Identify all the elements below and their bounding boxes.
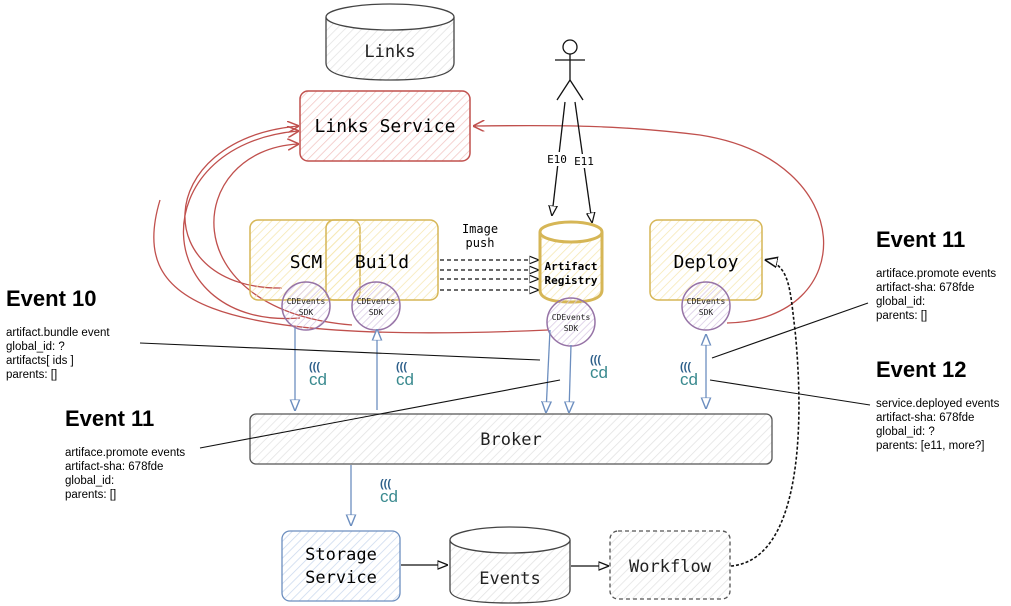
storage-service[interactable]: Storage Service	[281, 530, 401, 602]
events-database[interactable]: Events	[449, 526, 571, 604]
sdk-label: SDK	[699, 308, 714, 317]
note-line: artifacts[ ids ]	[6, 355, 74, 367]
scm-label: SCM	[290, 252, 323, 273]
cd-text: cd	[590, 363, 608, 382]
event10-connector	[139, 342, 541, 361]
links-database[interactable]: Links	[325, 3, 455, 81]
artifact-registry-label-2: Registry	[545, 274, 598, 287]
registry-to-broker-arrow	[546, 329, 550, 412]
event12-connector	[709, 379, 871, 406]
e11-label: E11	[574, 155, 594, 168]
storage-service-label-1: Storage	[305, 545, 377, 565]
cd-waves: (((	[590, 354, 601, 366]
event-11-note-left: Event 11 artiface.promote events artifac…	[65, 406, 185, 502]
event11-left-connector	[199, 379, 561, 449]
sdk-label: CDEvents	[357, 297, 396, 306]
broker-label: Broker	[480, 430, 541, 450]
event-10-title: Event 10	[6, 286, 97, 311]
note-line: global_id:	[876, 296, 926, 308]
sdk-label: SDK	[564, 324, 579, 333]
note-line: global_id:	[65, 475, 115, 487]
cdevents-logo-icon: (((cd	[396, 361, 414, 389]
broker[interactable]: Broker	[249, 413, 773, 465]
sdk-label: SDK	[299, 308, 314, 317]
build-label: Build	[355, 252, 409, 273]
events-database-label: Events	[479, 569, 540, 589]
workflow-to-deploy-arrow	[730, 260, 800, 567]
cd-waves: (((	[309, 361, 320, 373]
links-service[interactable]: Links Service	[299, 90, 471, 162]
cd-waves: (((	[380, 478, 391, 490]
note-line: parents: []	[876, 310, 928, 322]
workflow-label: Workflow	[629, 557, 712, 577]
note-line: artifact-sha: 678fde	[65, 461, 164, 473]
event-11-note-right: Event 11 artiface.promote events artifac…	[876, 227, 996, 323]
cd-waves: (((	[680, 361, 691, 373]
broker-flows	[295, 328, 706, 525]
cdevents-logo-icon: (((cd	[590, 354, 608, 382]
event-12-note: Event 12 service.deployed events artifac…	[876, 357, 999, 453]
image-push-label-1: Image	[462, 222, 498, 236]
links-service-label: Links Service	[315, 116, 456, 137]
note-line: service.deployed events	[876, 398, 1000, 410]
note-line: parents: [e11, more?]	[876, 440, 985, 452]
note-line: artifact-sha: 678fde	[876, 412, 975, 424]
deploy-node[interactable]: Deploy	[649, 219, 763, 301]
cdevents-logo-icon: (((cd	[380, 478, 398, 506]
cd-text: cd	[380, 487, 398, 506]
cd-text: cd	[396, 370, 414, 389]
event11-right-connector	[711, 302, 869, 359]
note-line: artiface.promote events	[65, 447, 186, 459]
note-line: artiface.promote events	[876, 268, 997, 280]
event-12-title: Event 12	[876, 357, 967, 382]
artifact-registry[interactable]: Artifact Registry	[538, 220, 604, 304]
cd-waves: (((	[396, 361, 407, 373]
image-push-arrows	[440, 260, 538, 290]
note-line: parents: []	[6, 369, 58, 381]
event-11-title: Event 11	[65, 406, 155, 431]
links-connection-right	[474, 126, 825, 324]
note-line: global_id: ?	[6, 341, 65, 353]
cd-text: cd	[680, 370, 698, 389]
event-10-note: Event 10 artifact.bundle event global_id…	[6, 286, 110, 382]
cdevents-logo-icon: (((cd	[680, 361, 698, 389]
workflow-node[interactable]: Workflow	[609, 530, 731, 600]
sdk-label: CDEvents	[287, 297, 326, 306]
sdk-label: SDK	[369, 308, 384, 317]
cd-text: cd	[309, 370, 327, 389]
storage-service-label-2: Service	[305, 568, 377, 588]
sdk-label: CDEvents	[552, 313, 591, 322]
event-11-title: Event 11	[876, 227, 966, 252]
links-database-label: Links	[364, 42, 415, 62]
artifact-registry-label-1: Artifact	[545, 260, 598, 273]
cdevents-logo-icon: (((cd	[309, 361, 327, 389]
note-line: parents: []	[65, 489, 117, 501]
e10-label: E10	[547, 153, 567, 166]
image-push-label-2: push	[466, 236, 495, 250]
deploy-label: Deploy	[673, 252, 738, 273]
note-line: artifact-sha: 678fde	[876, 282, 975, 294]
note-line: global_id: ?	[876, 426, 935, 438]
sdk-label: CDEvents	[687, 297, 726, 306]
note-connectors	[139, 302, 871, 449]
note-line: artifact.bundle event	[6, 327, 110, 339]
registry-to-broker-arrow-2	[569, 344, 571, 412]
user-actor-icon	[555, 39, 585, 101]
